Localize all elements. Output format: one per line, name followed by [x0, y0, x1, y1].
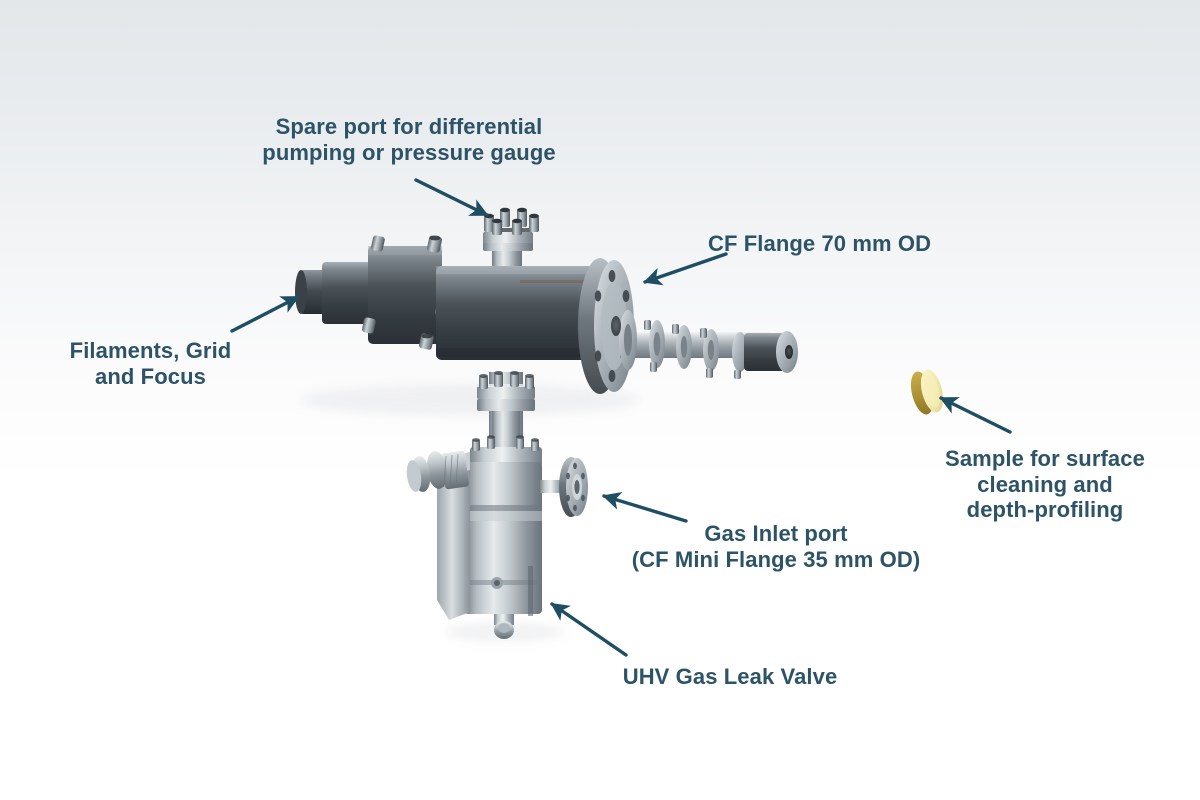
label-gas-inlet-port: Gas Inlet port (CF Mini Flange 35 mm OD): [631, 521, 921, 572]
sample-disc: [910, 369, 944, 415]
label-spare-port: Spare port for differential pumping or p…: [262, 114, 556, 165]
main-body-assembly: [295, 235, 798, 394]
valve-barrel: [464, 462, 542, 614]
ion-optics-stack: [619, 310, 798, 379]
bottom-port-flange: [477, 371, 535, 411]
label-filaments-grid-focus: Filaments, Grid and Focus: [69, 338, 232, 389]
label-sample: Sample for surface cleaning and depth-pr…: [945, 446, 1145, 523]
source-body-tube: [436, 266, 621, 360]
label-uhv-gas-leak-valve: UHV Gas Leak Valve: [622, 664, 838, 689]
valve-adjustment-knob: [406, 450, 470, 492]
filament-housing: [322, 262, 382, 324]
valve-bracket: [437, 452, 470, 620]
filament-nose: [300, 270, 328, 314]
ion-optics-end-cap: [744, 333, 786, 371]
gas-inlet-mini-flange: [540, 457, 588, 517]
label-cf-flange: CF Flange 70 mm OD: [708, 231, 932, 256]
gas-leak-valve-assembly: [406, 371, 588, 639]
